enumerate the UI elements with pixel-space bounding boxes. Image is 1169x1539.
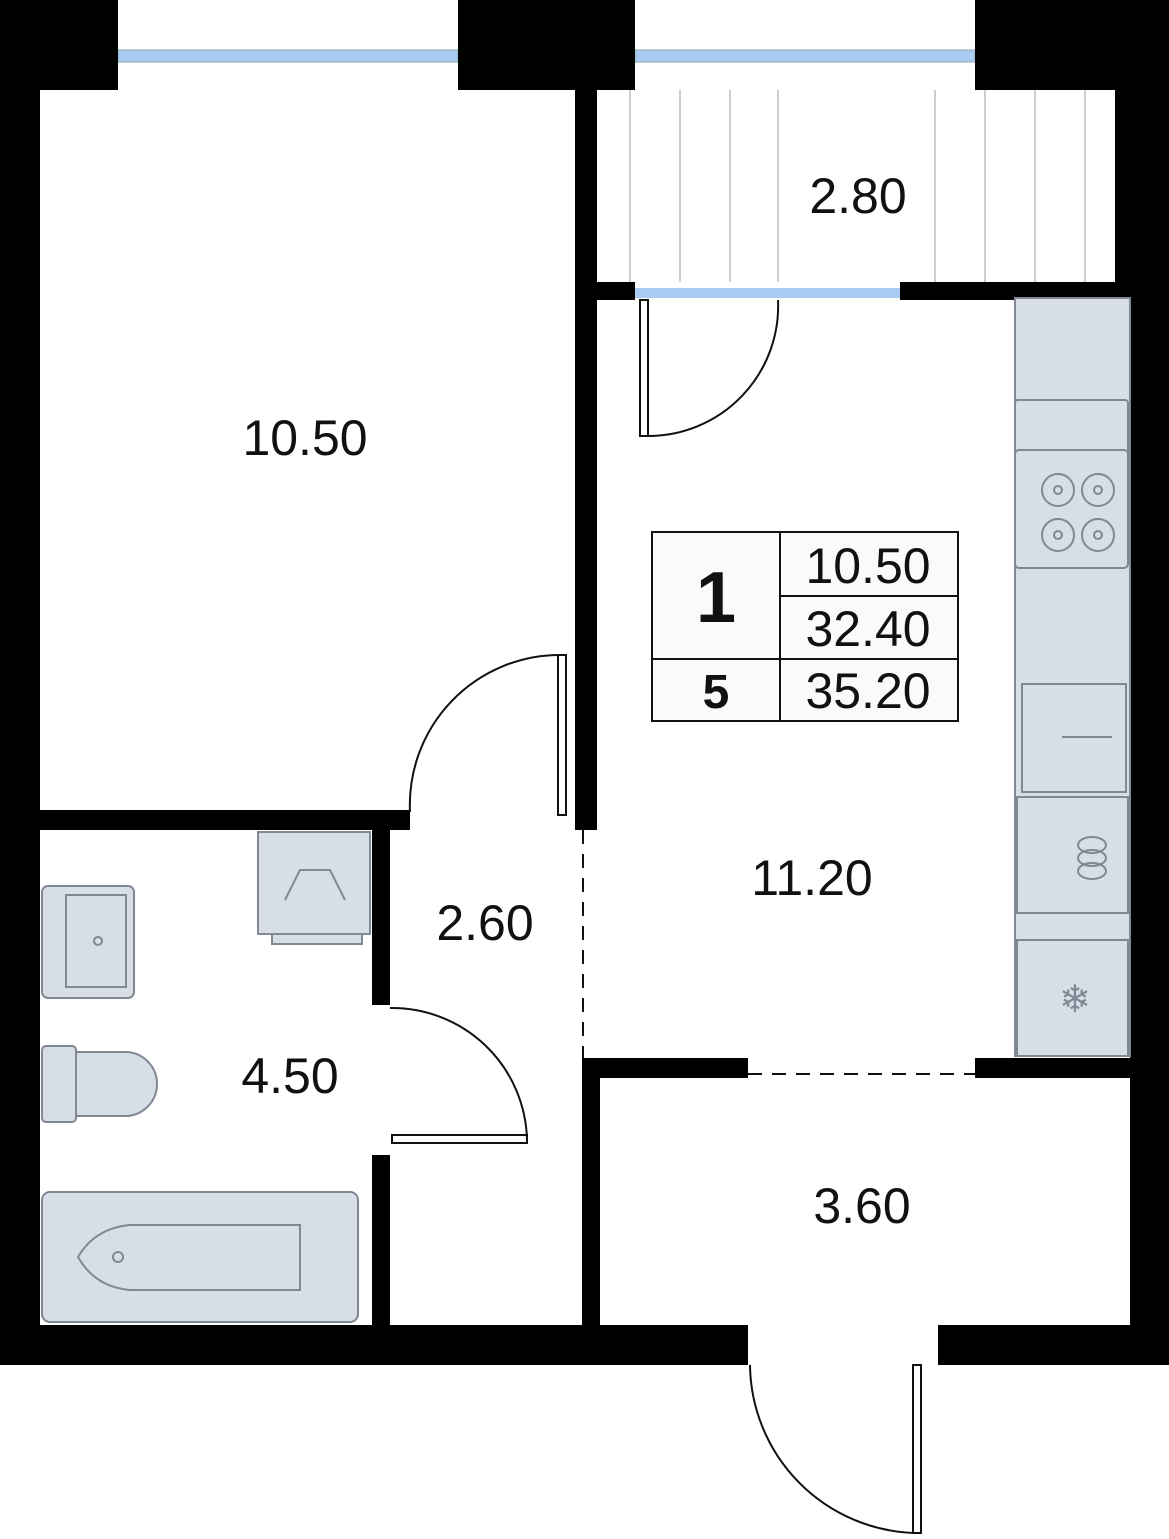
washbasin-icon: [41, 885, 135, 999]
corridor-area: 2.60: [436, 895, 533, 951]
svg-text:❄: ❄: [1059, 979, 1091, 1021]
bathroom-area: 4.50: [241, 1048, 338, 1104]
doors: [389, 299, 922, 1534]
living-area: 10.50: [805, 538, 930, 594]
toilet-icon: [41, 1045, 77, 1123]
bedroom-area: 10.50: [242, 410, 367, 466]
bathtub-icon: [41, 1191, 359, 1323]
balcony-railing: [629, 90, 1086, 282]
total-area: 32.40: [805, 601, 930, 657]
kitchen-area: 11.20: [751, 850, 872, 906]
fridge-icon: [1016, 939, 1129, 1057]
bathroom-fixtures: [41, 831, 371, 1323]
walls: [0, 0, 1169, 1365]
dishwasher-icon: [1016, 796, 1129, 914]
floor-number: 5: [703, 666, 730, 719]
balcony-area: 2.80: [809, 168, 906, 224]
apartment-info-box: 1 5 10.50 32.40 35.20: [651, 531, 959, 722]
hall-area: 3.60: [813, 1178, 910, 1234]
total-with-balcony: 35.20: [805, 663, 930, 719]
washing-machine-icon: [257, 831, 371, 935]
rooms-count: 1: [696, 558, 736, 638]
kitchen-unit: ❄: [1014, 297, 1131, 1057]
zone-dividers: [582, 830, 975, 1075]
room-labels: 10.50 2.80 11.20 2.60 4.50 3.60: [241, 168, 910, 1234]
